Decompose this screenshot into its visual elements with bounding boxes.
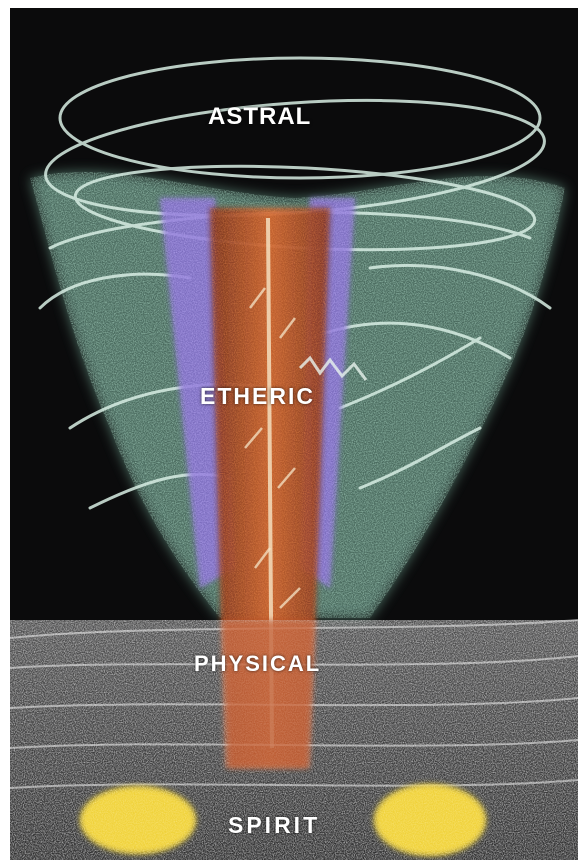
label-etheric: ETHERIC [200,383,315,410]
chalk-drawing-frame: ASTRAL ETHERIC PHYSICAL SPIRIT [10,8,578,860]
physical-core-base [222,620,315,768]
chalk-drawing [10,8,578,860]
label-spirit: SPIRIT [228,812,320,839]
label-astral: ASTRAL [208,103,311,131]
label-physical: PHYSICAL [194,651,321,677]
